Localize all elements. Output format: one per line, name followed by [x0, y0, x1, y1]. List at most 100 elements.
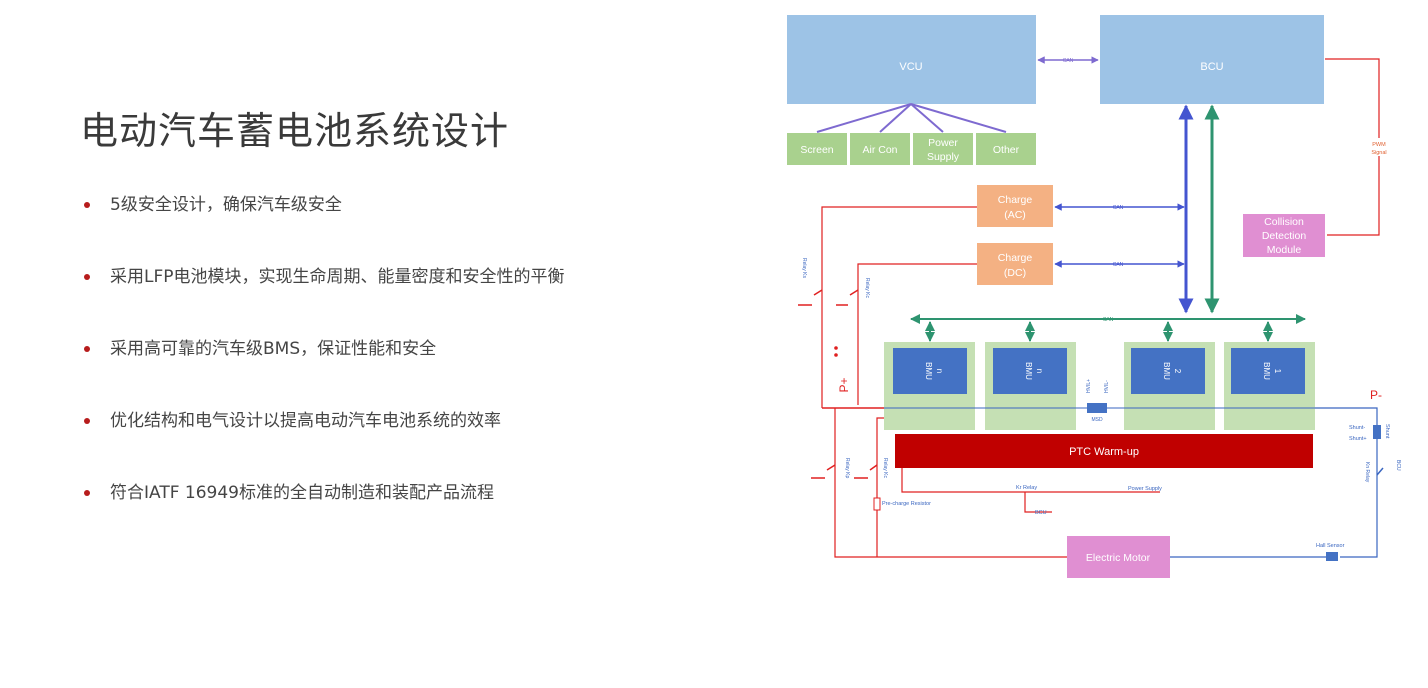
charge-ac-positive-wire [821, 206, 977, 408]
list-item: 优化结构和电气设计以提高电动汽车电池系统的效率 [82, 409, 565, 481]
shunt-plus-label: Shunt+ [1349, 436, 1367, 442]
charge-dc-label-line2: (DC) [1004, 267, 1026, 279]
pwm-label-line2: Signal [1371, 150, 1386, 156]
bmu-index: 1 [1273, 369, 1282, 374]
shunt-minus-label: Shunt- [1349, 425, 1365, 431]
list-item-text: 优化结构和电气设计以提高电动汽车电池系统的效率 [110, 411, 501, 431]
ptc-warmup-bar [895, 434, 1313, 468]
collision-label-line1: Collision [1264, 216, 1304, 228]
bcu-small-label: BCU [1035, 510, 1047, 516]
feature-list: 5级安全设计，确保汽车级安全 采用LFP电池模块，实现生命周期、能量密度和安全性… [82, 193, 565, 553]
power-supply-small-label: Power Supply [1128, 486, 1162, 492]
indicator-dot [834, 353, 838, 357]
shunt-label: Shunt [1384, 424, 1390, 439]
charge-dc-label-line1: Charge [998, 252, 1033, 264]
can-label: CAN [1103, 317, 1114, 323]
battery-module-n-right: BMU n [985, 342, 1076, 430]
power-supply-label-line2: Supply [927, 151, 960, 163]
bcu-label: BCU [1200, 61, 1223, 73]
bullet-dot [84, 490, 90, 496]
collision-label-line2: Detection [1262, 230, 1307, 242]
bmu-label: BMU [1262, 362, 1271, 380]
battery-module-2: BMU 2 [1124, 342, 1215, 430]
battery-module-1: BMU 1 [1224, 342, 1315, 430]
bullet-dot [84, 418, 90, 424]
aircon-label: Air Con [862, 144, 897, 156]
other-label: Other [993, 144, 1020, 156]
can-label: CAN [1113, 205, 1124, 211]
screen-label: Screen [800, 144, 833, 156]
relay-ks: Relay Ks [798, 258, 823, 306]
ptc-feed-wire [876, 417, 884, 557]
can-label: CAN [1063, 58, 1074, 64]
list-item: 采用高可靠的汽车级BMS，保证性能和安全 [82, 337, 565, 409]
relay-kc: Relay Kc [836, 278, 870, 306]
electric-motor-box [1067, 536, 1170, 578]
aircon-box [850, 133, 910, 165]
relay-label: Kn Relay [1364, 462, 1370, 483]
bullet-dot [84, 274, 90, 280]
vcu-link-other [910, 103, 1007, 133]
power-supply-box [913, 133, 973, 165]
list-item-text: 符合IATF 16949标准的全自动制造和装配产品流程 [110, 483, 494, 503]
battery-module-n-left: BMU n [884, 342, 975, 430]
collision-label-line3: Module [1267, 244, 1302, 256]
bmu-label: BMU [924, 362, 933, 380]
shunt-resistor [1373, 425, 1381, 439]
ptc-label: PTC Warm-up [1069, 446, 1139, 458]
ptc-return-wire [901, 468, 1160, 493]
kr-relay-label: Kr Relay [1016, 485, 1037, 491]
pwm-label-bg [1366, 138, 1392, 156]
other-box [976, 133, 1036, 165]
hvil-minus-label: HVIL- [1104, 380, 1110, 393]
precharge-resistor [873, 497, 881, 511]
charge-ac-label-line1: Charge [998, 194, 1033, 206]
bmu-index: n [1035, 369, 1044, 373]
kr-relay-wire [1024, 492, 1052, 513]
vcu-label: VCU [899, 61, 922, 73]
charge-ac-label-line2: (AC) [1004, 209, 1026, 221]
msd-label: MSD [1091, 417, 1103, 423]
charge-dc-positive-wire [857, 263, 977, 405]
msd-fuse [1087, 403, 1107, 413]
hall-sensor [1326, 552, 1338, 561]
bcu-tag: BCU [1395, 460, 1401, 471]
list-item: 采用LFP电池模块，实现生命周期、能量密度和安全性的平衡 [82, 265, 565, 337]
vcu-link-aircon [879, 103, 912, 133]
relay-kn: Kn Relay BCU [1364, 460, 1401, 483]
negative-wire [1315, 407, 1378, 558]
bmu-label: BMU [1162, 362, 1171, 380]
bmu-label: BMU [1024, 362, 1033, 380]
hvil-plus-label: HVIL+ [1086, 379, 1092, 393]
can-label: CAN [1113, 262, 1124, 268]
relay-label: Relay Kc [864, 278, 870, 299]
bullet-dot [84, 202, 90, 208]
page-title: 电动汽车蓄电池系统设计 [80, 109, 510, 153]
motor-positive-wire [834, 408, 1067, 558]
p-minus-label: P- [1370, 388, 1382, 402]
relay-label: Relay Kc [882, 458, 888, 479]
vcu-link-screen [816, 103, 912, 133]
relay-label: Relay Kp [844, 458, 850, 479]
list-item-text: 5级安全设计，确保汽车级安全 [110, 195, 342, 215]
charge-dc-box [977, 243, 1053, 285]
hall-sensor-label: Hall Sensor [1316, 543, 1345, 549]
list-item-text: 采用LFP电池模块，实现生命周期、能量密度和安全性的平衡 [110, 267, 565, 287]
relay-label: Relay Ks [801, 258, 807, 279]
bcu-box [1100, 15, 1324, 104]
power-supply-label-line1: Power [928, 137, 958, 149]
precharge-resistor-label: Pre-charge Resistor [882, 501, 931, 507]
p-plus-label: P+ [837, 377, 851, 392]
vcu-box [787, 15, 1036, 104]
list-item: 5级安全设计，确保汽车级安全 [82, 193, 565, 265]
relay-kp: Relay Kp Relay Kc [811, 458, 888, 479]
bmu-index: 2 [1173, 369, 1182, 374]
electric-motor-label: Electric Motor [1086, 552, 1151, 564]
indicator-dot [834, 346, 838, 350]
pwm-label-line1: PWM [1372, 142, 1386, 148]
charge-ac-box [977, 185, 1053, 227]
bullet-dot [84, 346, 90, 352]
list-item: 符合IATF 16949标准的全自动制造和装配产品流程 [82, 481, 565, 553]
list-item-text: 采用高可靠的汽车级BMS，保证性能和安全 [110, 339, 437, 359]
